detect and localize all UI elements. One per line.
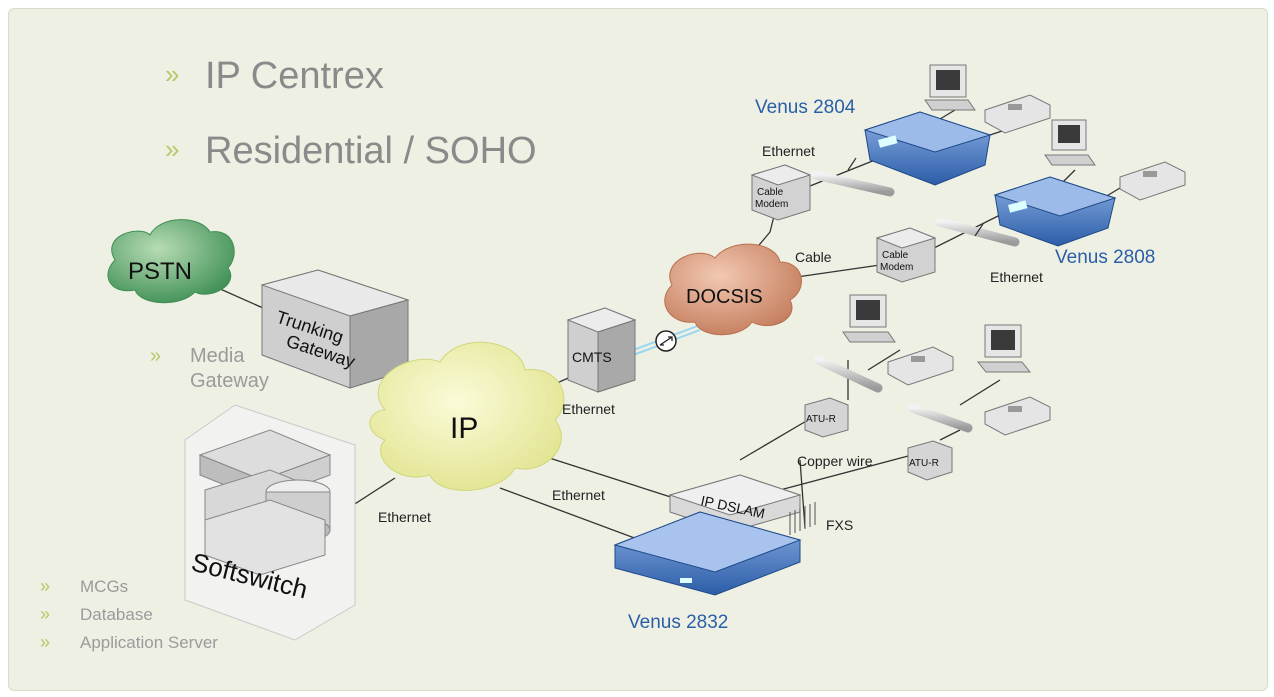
svg-text:DOCSIS: DOCSIS <box>686 286 763 308</box>
pc-icon <box>842 294 896 343</box>
heading-residential: » Residential / SOHO <box>165 130 537 172</box>
label-ethernet-right: Ethernet <box>990 269 1043 285</box>
phone-icon <box>1119 161 1186 201</box>
label-ethernet-top: Ethernet <box>762 143 815 159</box>
label-venus-2804: Venus 2804 <box>755 97 856 118</box>
phone-icon <box>984 396 1051 436</box>
phone-icon <box>984 94 1051 134</box>
ethernet-pipes <box>810 157 1020 433</box>
venus-2832-device <box>613 511 802 596</box>
svg-text:Cable: Cable <box>882 250 909 261</box>
svg-text:»: » <box>165 134 179 164</box>
svg-text:»: » <box>40 576 50 596</box>
cmts-device: CMTS <box>566 307 637 393</box>
pc-icon <box>1044 119 1096 166</box>
phone-icon <box>887 346 954 386</box>
svg-text:MCGs: MCGs <box>80 577 128 596</box>
label-venus-2808: Venus 2808 <box>1055 247 1155 268</box>
venus-2804-device <box>863 111 992 186</box>
svg-text:Residential / SOHO: Residential / SOHO <box>205 130 537 172</box>
link-dslam-fxs <box>799 459 806 529</box>
link-ip-dslam <box>539 454 681 501</box>
softswitch-list: » MCGs » Database » Application Server <box>40 576 218 652</box>
label-ethernet-dslam: Ethernet <box>552 487 605 503</box>
label-venus-2832: Venus 2832 <box>628 612 728 633</box>
label-cable: Cable <box>795 249 832 265</box>
pstn-cloud: PSTN <box>107 219 235 304</box>
svg-text:Modem: Modem <box>755 199 788 210</box>
link-atur1-pc <box>867 349 901 371</box>
link-atur2-pc <box>959 379 1001 406</box>
atu-r-1: ATU-R <box>804 397 849 438</box>
docsis-cloud: DOCSIS <box>664 243 802 336</box>
svg-text:»: » <box>40 604 50 624</box>
svg-text:PSTN: PSTN <box>128 258 192 285</box>
svg-text:»: » <box>40 632 50 652</box>
svg-text:Modem: Modem <box>880 262 913 273</box>
heading-ip-centrex: » IP Centrex <box>165 55 384 97</box>
pc-icon <box>924 64 976 111</box>
ip-cloud: IP <box>369 341 565 491</box>
link-docsis-modem2 <box>789 264 881 279</box>
svg-text:IP Centrex: IP Centrex <box>205 55 384 97</box>
cable-modem-1: Cable Modem <box>750 164 812 221</box>
label-fxs: FXS <box>826 517 853 533</box>
svg-text:Media: Media <box>190 345 245 367</box>
label-ethernet-cmts: Ethernet <box>562 401 615 417</box>
softswitch: Softswitch <box>184 404 356 641</box>
svg-text:Cable: Cable <box>757 187 784 198</box>
link-modem1-venus2804 <box>799 157 881 191</box>
venus-2808-device <box>993 176 1117 247</box>
trunking-gateway: Trunking Gateway <box>260 269 410 389</box>
svg-text:ATU-R: ATU-R <box>909 458 939 469</box>
link-dslam-atur1 <box>739 419 809 461</box>
link-atur2-right <box>939 429 961 441</box>
cable-modem-2: Cable Modem <box>875 227 937 283</box>
svg-text:Gateway: Gateway <box>190 370 269 392</box>
link-ip-venus2832 <box>499 487 641 541</box>
svg-text:IP: IP <box>450 412 478 445</box>
coax-link <box>627 324 701 358</box>
pc-icon <box>976 324 1032 373</box>
media-gateway-label: » Media Gateway <box>150 345 269 392</box>
svg-text:Database: Database <box>80 605 153 624</box>
svg-text:Application Server: Application Server <box>80 633 218 652</box>
svg-text:»: » <box>150 345 161 367</box>
svg-text:ATU-R: ATU-R <box>806 414 836 425</box>
atu-r-2: ATU-R <box>907 440 953 481</box>
label-ethernet-softswitch: Ethernet <box>378 509 431 525</box>
svg-text:»: » <box>165 59 179 89</box>
svg-text:CMTS: CMTS <box>572 349 612 365</box>
label-copper-wire: Copper wire <box>797 453 873 469</box>
